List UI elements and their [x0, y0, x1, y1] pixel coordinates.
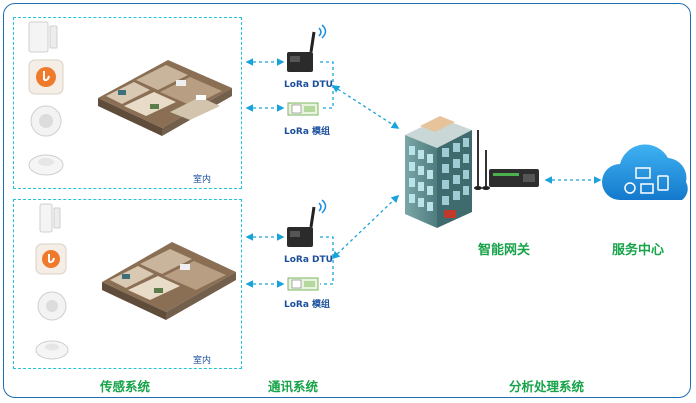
- link-arrows: [245, 58, 602, 288]
- emergency-button-icon: [28, 59, 64, 95]
- indoor-panel-top: [13, 17, 242, 189]
- door-sensor-icon: [28, 21, 58, 53]
- lora-dtu-icon-top: [287, 24, 327, 72]
- lora-dtu-icon-bottom: [287, 199, 327, 247]
- lora-module-icon-bottom: [287, 277, 319, 291]
- cloud-service-icon: [602, 144, 688, 200]
- door-sensor-icon-2: [39, 203, 61, 233]
- lora-module-label-top: LoRa 模组: [284, 127, 331, 137]
- smoke-detector-icon-2: [35, 340, 69, 360]
- service-center-label: 服务中心: [612, 243, 665, 258]
- motion-sensor-icon-2: [37, 291, 67, 321]
- analysis-system-label: 分析处理系统: [509, 379, 585, 394]
- motion-sensor-icon: [30, 105, 62, 137]
- lora-module-label-bottom: LoRa 模组: [284, 300, 331, 310]
- communication-system-label: 通讯系统: [268, 379, 319, 394]
- lora-dtu-label-bottom: LoRa DTU: [284, 255, 333, 265]
- smoke-detector-icon: [28, 154, 64, 176]
- emergency-button-icon-2: [35, 243, 67, 275]
- indoor-label-top: 室内: [193, 175, 212, 185]
- lora-module-icon-top: [287, 102, 319, 116]
- lora-dtu-label-top: LoRa DTU: [284, 80, 333, 90]
- indoor-label-bottom: 室内: [193, 356, 212, 366]
- gateway-router-icon: [474, 130, 539, 190]
- building-image: [405, 116, 472, 228]
- floorplan-image-top: [98, 60, 232, 136]
- indoor-panel-bottom: [13, 199, 242, 369]
- sensing-system-label: 传感系统: [100, 379, 151, 394]
- gateway-label: 智能网关: [478, 243, 531, 258]
- floorplan-image-bottom: [102, 242, 236, 320]
- diagram-frame: [3, 3, 691, 398]
